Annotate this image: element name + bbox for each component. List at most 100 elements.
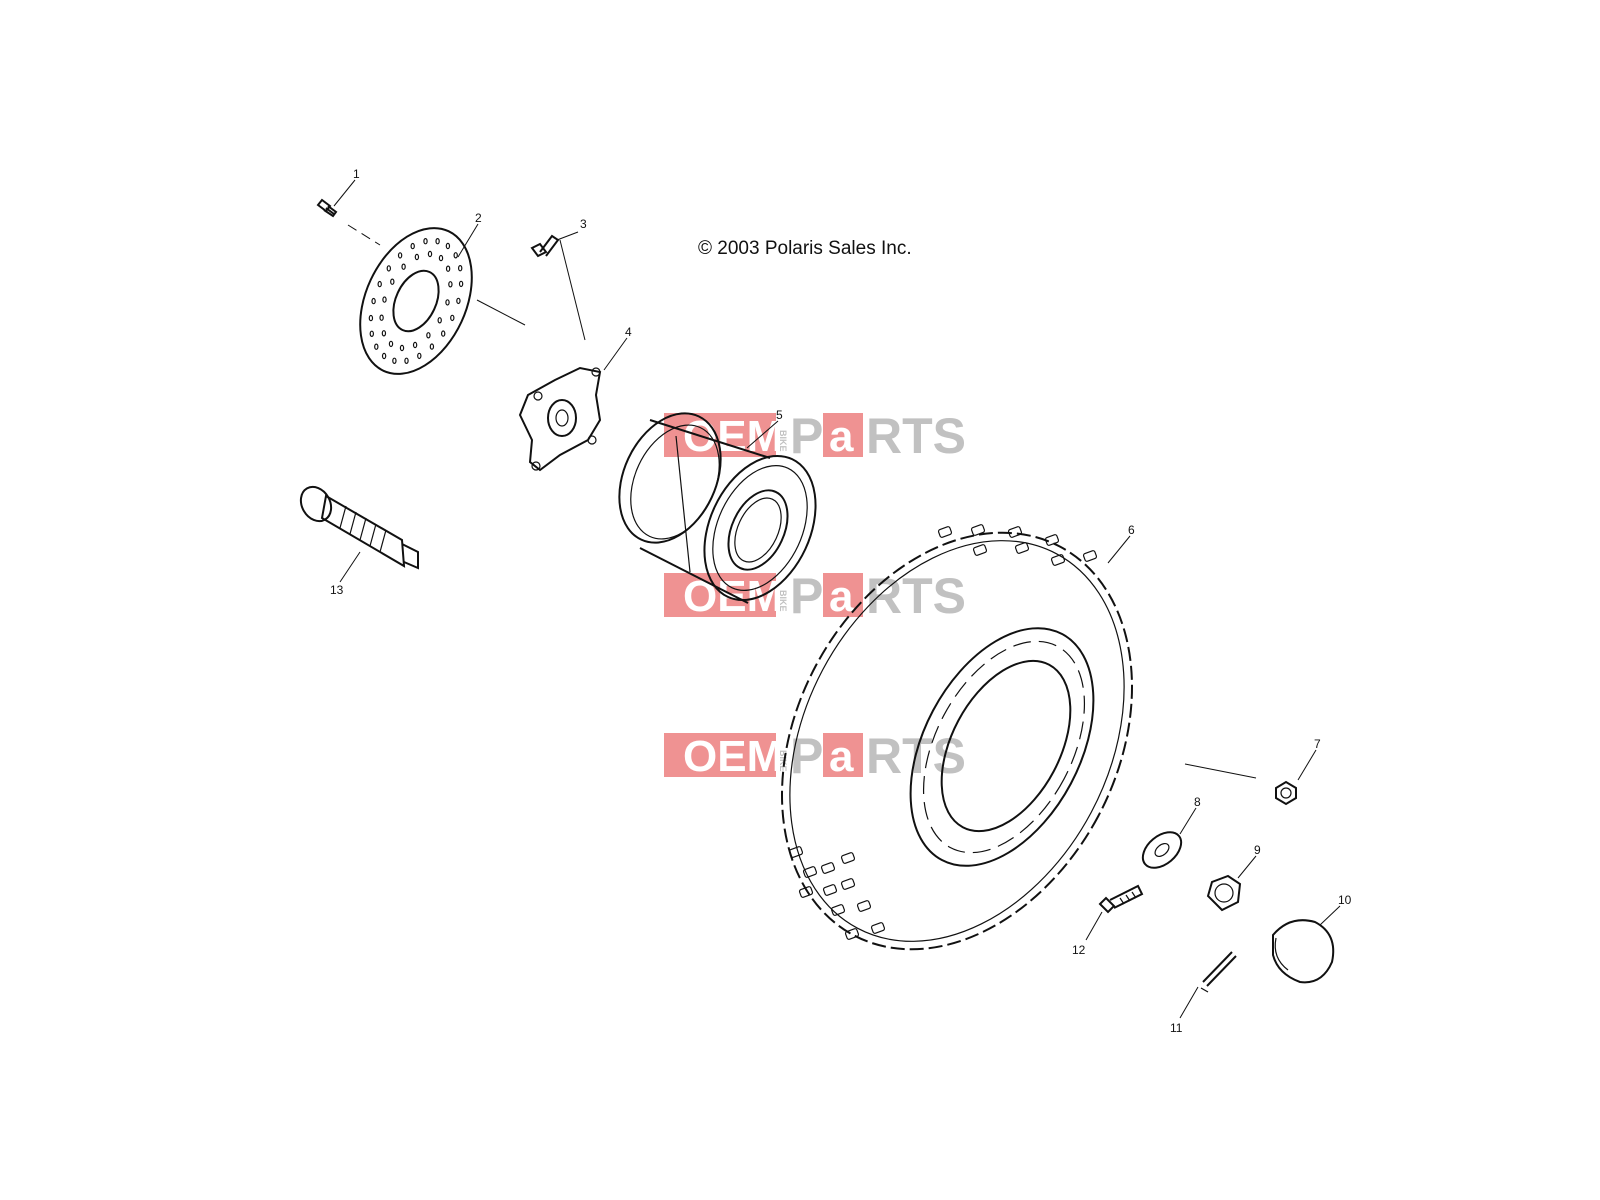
disc-hole (379, 314, 384, 321)
tire-lug (822, 884, 838, 896)
disc-hole (445, 299, 450, 306)
part-3-bolt-icon (530, 234, 586, 341)
svg-text:a: a (829, 412, 854, 461)
disc-hole (448, 281, 453, 288)
tire-lug (972, 544, 988, 556)
disc-hole (438, 254, 444, 262)
tire-lug (840, 878, 856, 890)
disc-hole (437, 317, 442, 324)
svg-text:OEM: OEM (683, 412, 783, 461)
callout-2: 2 (475, 211, 482, 225)
tire-lug (1044, 534, 1060, 546)
disc-hole (386, 265, 391, 272)
part-1-bolt-icon (316, 198, 381, 246)
disc-hole (429, 343, 435, 350)
callout-13: 13 (330, 583, 344, 597)
svg-text:BIKE: BIKE (778, 750, 788, 772)
disc-hole (410, 242, 415, 250)
part-4-hub-icon (518, 366, 602, 472)
disc-hole (374, 343, 379, 350)
callout-3: 3 (580, 217, 587, 231)
tire-lug (798, 886, 814, 898)
disc-hole (453, 252, 458, 259)
callout-leaders (333, 179, 1341, 1019)
tire-lug (970, 524, 986, 536)
watermark-row-2: OEM BIKE P a RTS (664, 568, 966, 624)
disc-hole (390, 278, 395, 285)
disc-hole (417, 352, 422, 360)
callout-12: 12 (1072, 943, 1086, 957)
callout-10: 10 (1338, 893, 1352, 907)
part-6-tire-icon (780, 524, 1134, 951)
tire-lug (1082, 550, 1098, 562)
tire-lug (820, 862, 836, 874)
svg-text:P: P (790, 568, 823, 624)
disc-hole (381, 330, 387, 337)
tire-lug (840, 852, 856, 864)
disc-hole (426, 332, 431, 339)
svg-text:BIKE: BIKE (778, 590, 788, 612)
disc-hole (435, 237, 440, 245)
part-12-bolt-icon (1098, 884, 1144, 914)
copyright-text: © 2003 Polaris Sales Inc. (698, 238, 912, 259)
callout-6: 6 (1128, 523, 1135, 537)
callout-7: 7 (1314, 737, 1321, 751)
part-7-nut-icon (1184, 763, 1297, 806)
disc-hole (401, 263, 406, 270)
tire-lug (870, 922, 886, 934)
disc-hole (369, 330, 374, 337)
disc-hole (458, 265, 463, 272)
disc-hole (423, 237, 428, 245)
disc-hole (368, 314, 374, 322)
disc-hole (445, 242, 451, 250)
svg-text:a: a (829, 732, 854, 781)
callout-4: 4 (625, 325, 632, 339)
disc-hole (441, 330, 446, 337)
disc-hole (414, 253, 420, 261)
disc-hole (397, 252, 403, 259)
svg-text:RTS: RTS (866, 568, 966, 624)
disc-hole (445, 265, 451, 272)
part-9-castle-nut-icon (1206, 874, 1242, 912)
part-11-cotter-pin-icon (1200, 951, 1237, 993)
callout-11: 11 (1170, 1021, 1183, 1035)
tire-lug (937, 526, 953, 538)
callout-9: 9 (1254, 843, 1261, 857)
disc-hole (377, 280, 382, 288)
callout-labels: 1 2 3 4 5 6 7 8 9 10 11 12 13 (330, 167, 1352, 1035)
svg-text:a: a (829, 572, 854, 621)
tire-lug (1050, 554, 1066, 566)
tire-lug (1014, 542, 1030, 554)
part-10-dust-cap-icon (1272, 919, 1335, 984)
callout-1: 1 (353, 167, 360, 181)
svg-text:OEM: OEM (683, 732, 783, 781)
tire-lug (830, 904, 846, 916)
disc-hole (404, 357, 409, 364)
disc-hole (458, 280, 464, 288)
disc-hole (450, 314, 455, 322)
tire-lug (844, 928, 860, 940)
watermark: OEM BIKE P a RTS OEM BIKE P a RTS OEM BI… (664, 408, 966, 784)
tire-lug (788, 846, 804, 858)
svg-text:P: P (790, 408, 823, 464)
svg-text:RTS: RTS (866, 408, 966, 464)
tire-lug (802, 866, 818, 878)
disc-hole (412, 341, 418, 349)
disc-hole (371, 297, 376, 305)
svg-text:BIKE: BIKE (778, 430, 788, 452)
tire-lug (856, 900, 872, 912)
part-13-spindle-icon (299, 485, 419, 570)
callout-8: 8 (1194, 795, 1201, 809)
disc-hole (456, 297, 461, 305)
disc-hole (399, 344, 405, 352)
disc-hole (392, 357, 397, 364)
disc-hole (427, 250, 433, 258)
disc-hole (381, 352, 387, 360)
part-5-wheel-rim-icon (618, 412, 817, 604)
part-2-brake-disc-icon (359, 227, 526, 375)
callout-5: 5 (776, 408, 783, 422)
part-8-washer-icon (1141, 831, 1183, 869)
svg-text:P: P (790, 728, 823, 784)
watermark-row-1: OEM BIKE P a RTS (664, 408, 966, 464)
